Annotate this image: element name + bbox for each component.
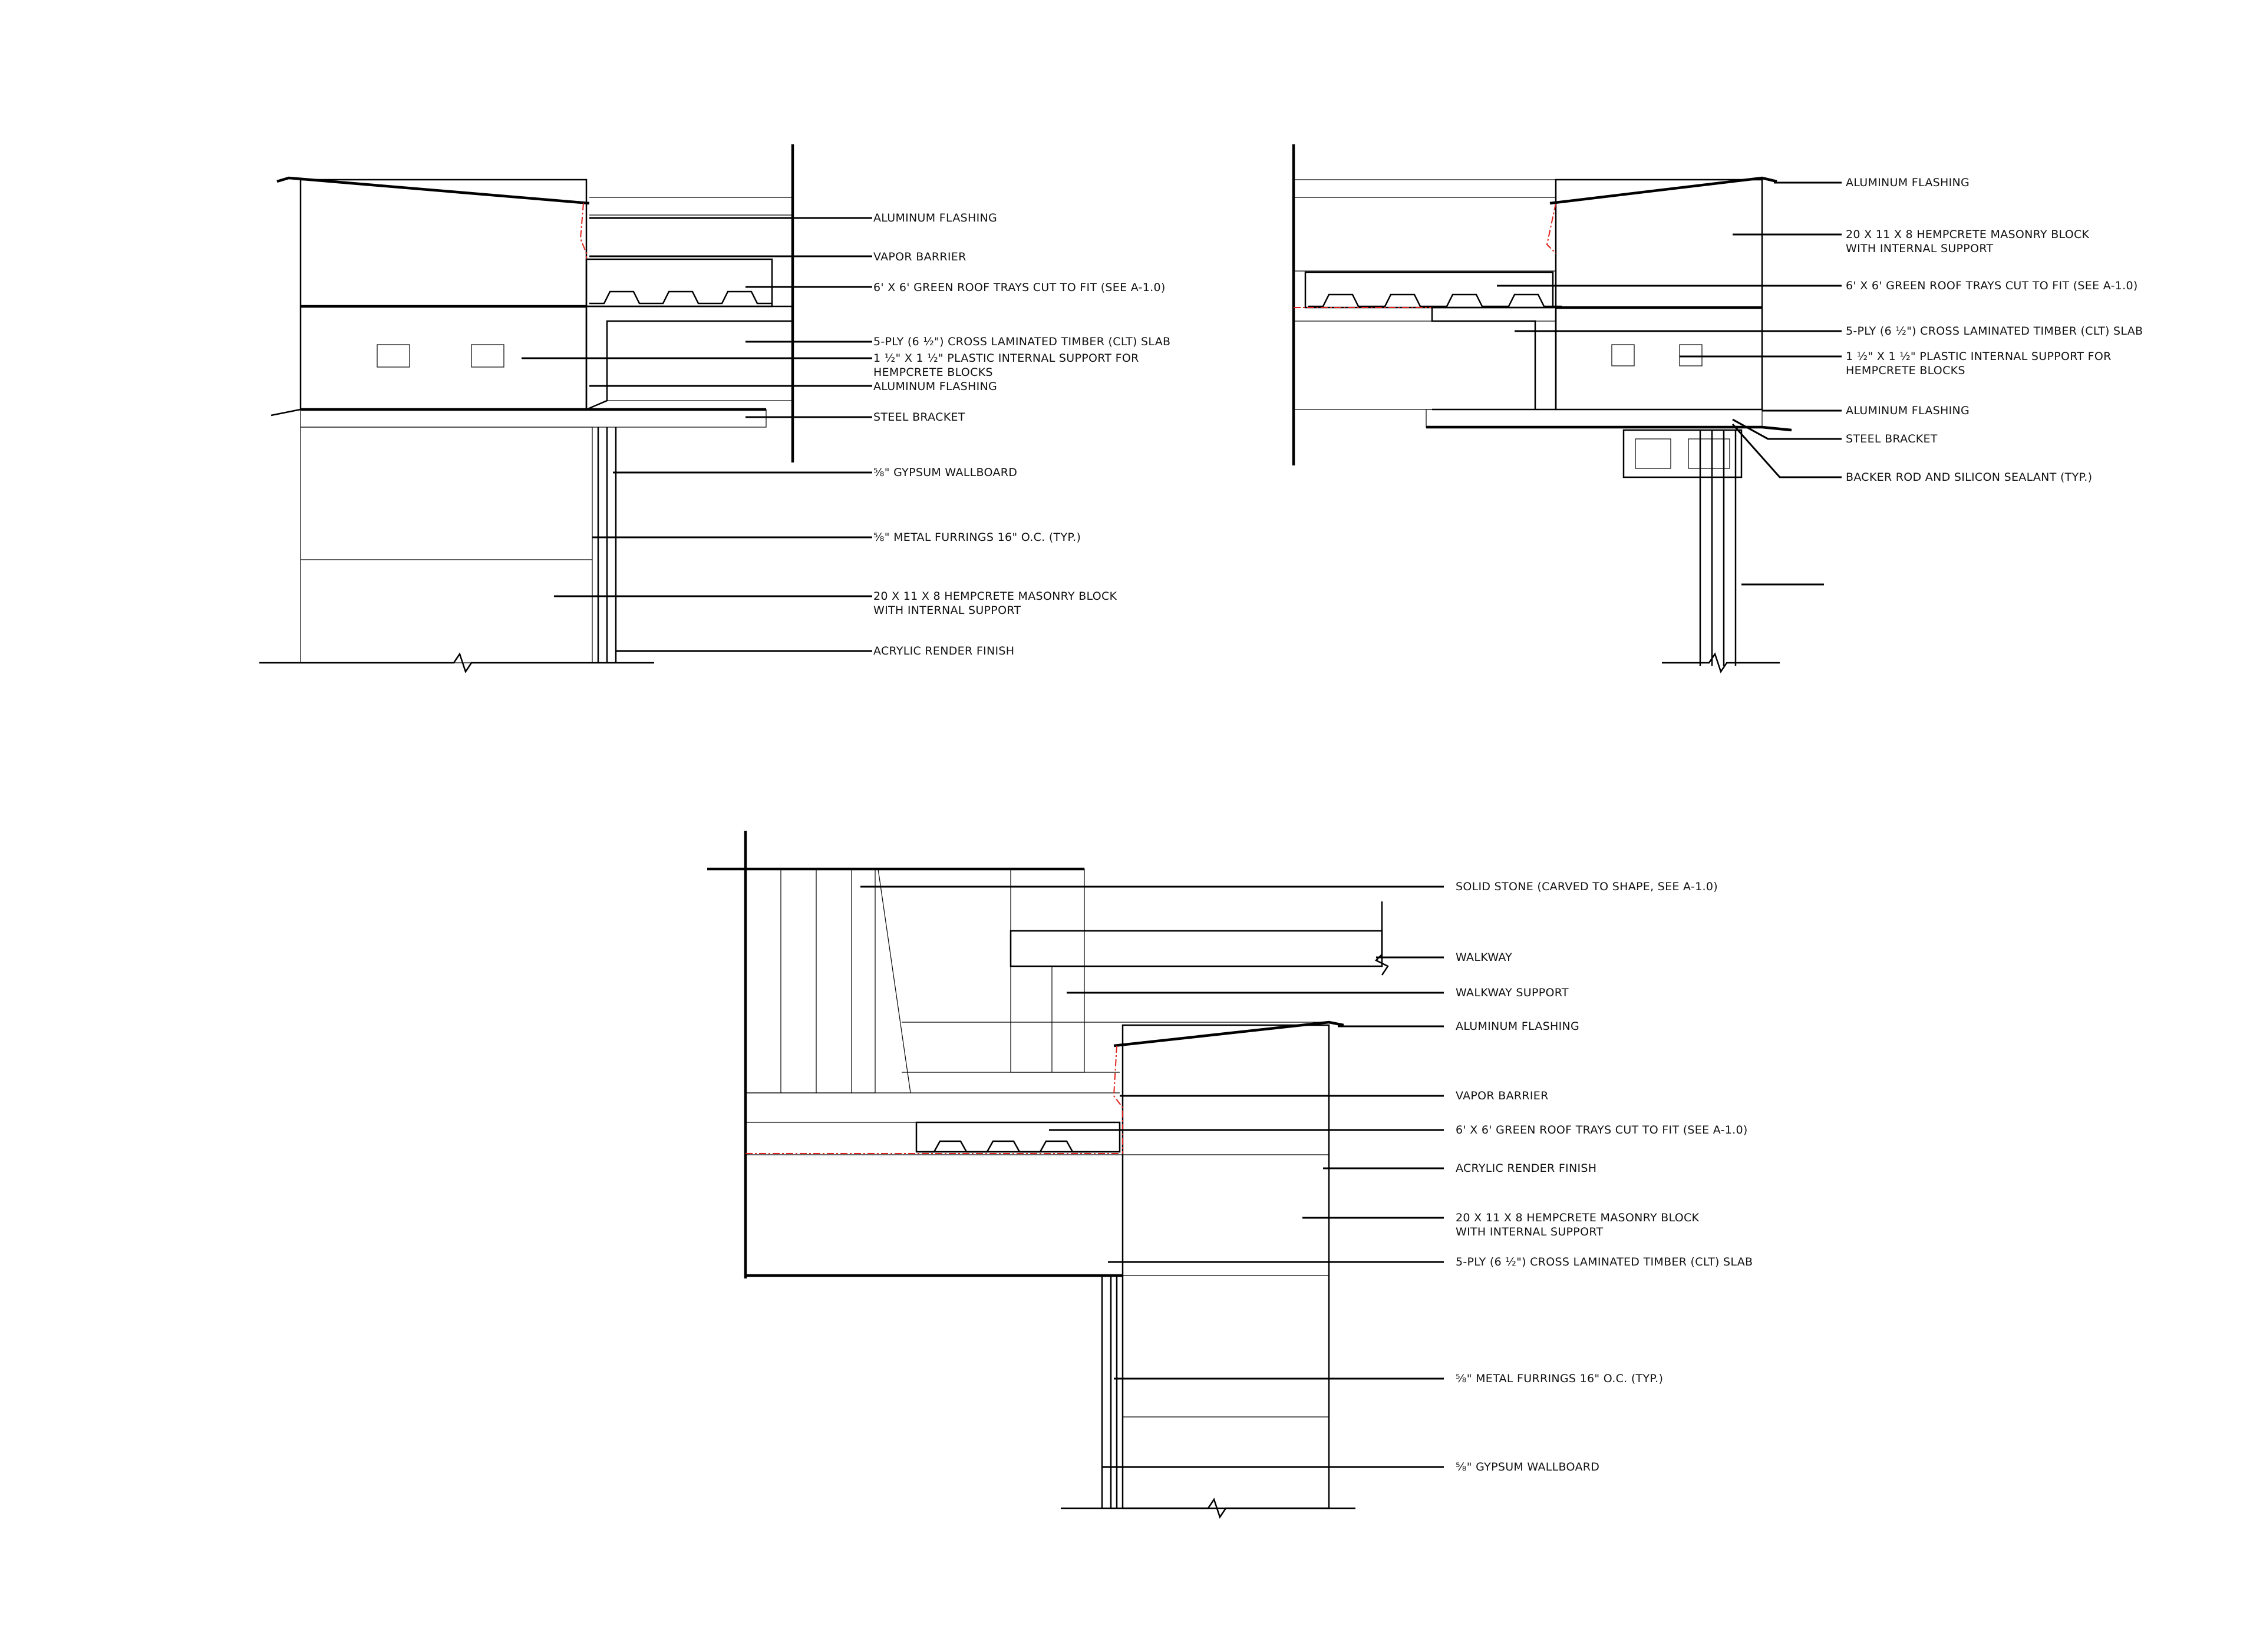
steel-bracket (1426, 409, 1763, 428)
hempcrete-wall-lower (300, 427, 593, 663)
solid-stone (745, 868, 876, 1093)
detail-top-left: ALUMINUM FLASHING VAPOR BARRIER 6' X 6' … (259, 144, 1170, 673)
label-vapor-barrier: VAPOR BARRIER (873, 250, 966, 263)
label-hempcrete-block: 20 X 11 X 8 HEMPCRETE MASONRY BLOCK (873, 590, 1117, 603)
label-green-roof-trays: 6' X 6' GREEN ROOF TRAYS CUT TO FIT (SEE… (873, 281, 1166, 294)
label-clt-slab: 5-PLY (6 ½") CROSS LAMINATED TIMBER (CLT… (1456, 1255, 1753, 1268)
green-roof-trays (915, 1121, 1121, 1153)
label-gypsum-wallboard: ⅝" GYPSUM WALLBOARD (1456, 1461, 1599, 1473)
clt-slab (606, 321, 793, 401)
label-hempcrete-block: 20 X 11 X 8 HEMPCRETE MASONRY BLOCK (1456, 1211, 1700, 1224)
label-walkway-support: WALKWAY SUPPORT (1456, 986, 1569, 999)
vapor-barrier (1546, 203, 1556, 254)
aluminum-flashing (1549, 176, 1777, 205)
plastic-internal-support (377, 344, 410, 368)
label-aluminum-flashing: ALUMINUM FLASHING (1846, 176, 1970, 189)
label-hempcrete-block-2: WITH INTERNAL SUPPORT (873, 604, 1021, 617)
aluminum-flashing (276, 176, 590, 205)
label-gypsum-wallboard: ⅝" GYPSUM WALLBOARD (873, 466, 1017, 479)
label-hempcrete-block: 20 X 11 X 8 HEMPCRETE MASONRY BLOCK (1846, 228, 2090, 241)
walkway (1010, 930, 1383, 967)
label-aluminum-flashing-2: ALUMINUM FLASHING (873, 380, 997, 393)
label-plastic-support: 1 ½" X 1 ½" PLASTIC INTERNAL SUPPORT FOR (1846, 350, 2112, 363)
detail-bottom: SOLID STONE (CARVED TO SHAPE, SEE A-1.0)… (707, 831, 1753, 1519)
label-vapor-barrier: VAPOR BARRIER (1456, 1089, 1549, 1102)
label-backer-rod: BACKER ROD AND SILICON SEALANT (TYP.) (1846, 471, 2092, 484)
clt-slab (1293, 321, 1556, 410)
window-frame (1622, 429, 1743, 478)
label-acrylic-render: ACRYLIC RENDER FINISH (1456, 1162, 1596, 1175)
walkway-support (1010, 868, 1085, 1073)
label-clt-slab: 5-PLY (6 ½") CROSS LAMINATED TIMBER (CLT… (873, 335, 1170, 348)
hempcrete-wall (300, 179, 587, 410)
green-roof-trays (585, 258, 773, 308)
label-hempcrete-block-2: WITH INTERNAL SUPPORT (1846, 242, 1993, 255)
label-metal-furrings: ⅝" METAL FURRINGS 16" O.C. (TYP.) (1456, 1372, 1663, 1385)
steel-bracket (300, 409, 767, 428)
plastic-internal-support (1611, 344, 1635, 366)
label-hempcrete-block-2: WITH INTERNAL SUPPORT (1456, 1225, 1603, 1238)
label-acrylic-render: ACRYLIC RENDER FINISH (873, 645, 1014, 658)
label-green-roof-trays: 6' X 6' GREEN ROOF TRAYS CUT TO FIT (SEE… (1846, 279, 2138, 292)
detail-top-right: ALUMINUM FLASHING 20 X 11 X 8 HEMPCRETE … (1292, 144, 2143, 673)
label-metal-furrings: ⅝" METAL FURRINGS 16" O.C. (TYP.) (873, 531, 1081, 544)
label-walkway: WALKWAY (1456, 951, 1512, 964)
label-green-roof-trays: 6' X 6' GREEN ROOF TRAYS CUT TO FIT (SEE… (1456, 1124, 1748, 1136)
clt-slab (745, 1154, 1123, 1276)
label-steel-bracket: STEEL BRACKET (873, 411, 965, 424)
label-solid-stone: SOLID STONE (CARVED TO SHAPE, SEE A-1.0) (1456, 880, 1718, 893)
vapor-barrier (579, 203, 587, 303)
label-clt-slab: 5-PLY (6 ½") CROSS LAMINATED TIMBER (CLT… (1846, 325, 2143, 338)
label-aluminum-flashing: ALUMINUM FLASHING (873, 212, 997, 224)
label-steel-bracket: STEEL BRACKET (1846, 432, 1938, 445)
label-plastic-support: 1 ½" X 1 ½" PLASTIC INTERNAL SUPPORT FOR (873, 352, 1139, 365)
green-roof-trays (1304, 271, 1554, 309)
hempcrete-wall (1122, 1025, 1330, 1509)
label-aluminum-flashing-2: ALUMINUM FLASHING (1846, 404, 1970, 417)
label-plastic-support-2: HEMPCRETE BLOCKS (873, 366, 993, 379)
hempcrete-wall (1555, 179, 1763, 410)
label-aluminum-flashing: ALUMINUM FLASHING (1456, 1020, 1579, 1033)
aluminum-flashing (1113, 1020, 1344, 1048)
label-plastic-support-2: HEMPCRETE BLOCKS (1846, 364, 1965, 377)
vapor-barrier (1113, 1045, 1123, 1154)
